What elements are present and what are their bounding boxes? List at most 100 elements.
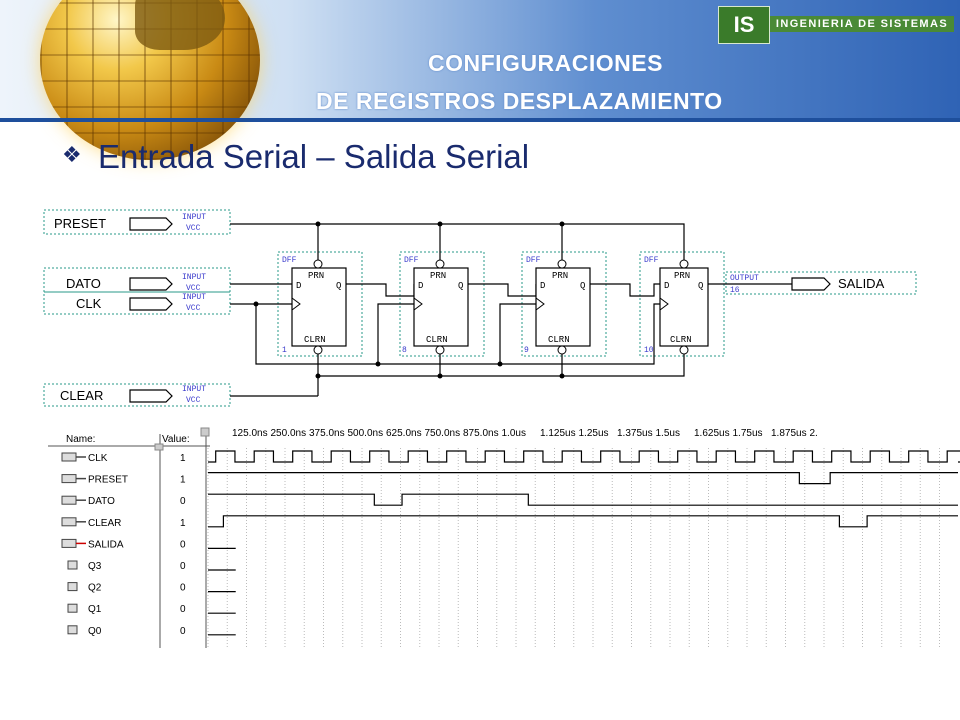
output-pin-icon — [61, 538, 86, 548]
name-column-header: Name: — [66, 434, 95, 445]
timeline-tick-label: 1.0us — [502, 428, 526, 439]
signal-value: 1 — [180, 453, 186, 464]
timeline-tick-label: 250.0ns — [271, 428, 307, 439]
input-label-clear: CLEAR — [60, 388, 103, 403]
input-label-dato: DATO — [66, 276, 101, 291]
signal-value: 1 — [180, 518, 186, 529]
timeline-tick-label: 500.0ns — [348, 428, 384, 439]
signal-value: 0 — [180, 539, 186, 550]
clk-pin-shape — [129, 297, 173, 311]
dff-type: DFF — [644, 256, 659, 265]
input-sub: VCC — [186, 396, 201, 405]
pin-prn: PRN — [430, 271, 446, 281]
signal-row-q2[interactable]: Q2 0 — [67, 582, 186, 594]
diamond-bullet-icon: ❖ — [62, 142, 82, 167]
input-pin-icon — [61, 495, 86, 505]
slide-title-line1: CONFIGURACIONES — [428, 50, 663, 76]
node-icon — [67, 625, 78, 635]
signal-name: CLEAR — [88, 518, 121, 529]
flipflop-3 — [535, 259, 591, 355]
clear-pin-shape — [129, 389, 173, 403]
timeline-tick-label: 1.375us — [617, 428, 653, 439]
signal-name: Q1 — [88, 604, 102, 615]
signal-name: Q2 — [88, 583, 102, 594]
signal-value: 0 — [180, 583, 186, 594]
signal-name: Q0 — [88, 626, 102, 637]
signal-row-clear[interactable]: CLEAR 1 — [61, 517, 186, 529]
input-tag: INPUT — [182, 213, 206, 222]
salida-pin-shape — [791, 277, 831, 291]
timeline-tick-label: 1.75us — [733, 428, 763, 439]
dff-index: 10 — [644, 346, 654, 355]
input-sub: VCC — [186, 224, 201, 233]
pin-prn: PRN — [674, 271, 690, 281]
signal-row-dato[interactable]: DATO 0 — [61, 495, 186, 507]
value-column-header: Value: — [162, 434, 190, 445]
pin-clrn: CLRN — [304, 335, 326, 345]
timeline-tick-label: 750.0ns — [425, 428, 461, 439]
output-index: 16 — [730, 286, 740, 295]
pin-q: Q — [336, 281, 341, 291]
pin-q: Q — [458, 281, 463, 291]
flipflop-2 — [413, 259, 469, 355]
output-label-salida: SALIDA — [838, 276, 885, 291]
pin-d: D — [296, 281, 301, 291]
globe-icon — [40, 0, 260, 160]
input-tag: INPUT — [182, 293, 206, 302]
logo-text: INGENIERIA DE SISTEMAS — [770, 16, 954, 32]
signal-name: Q3 — [88, 561, 102, 572]
signal-value: 0 — [180, 561, 186, 572]
pin-prn: PRN — [552, 271, 568, 281]
slide-subtitle: Entrada Serial – Salida Serial — [98, 138, 530, 175]
signal-value: 0 — [180, 496, 186, 507]
timeline-tick-label: 1.125us — [540, 428, 576, 439]
timeline-tick-label: 625.0ns — [386, 428, 422, 439]
pin-prn: PRN — [308, 271, 324, 281]
input-label-clk: CLK — [76, 296, 102, 311]
timeline-tick-label: 125.0ns — [232, 428, 268, 439]
signal-value: 1 — [180, 475, 186, 486]
input-tag: INPUT — [182, 385, 206, 394]
timeline-tick-label: 2. — [810, 428, 818, 439]
wave-split-handle[interactable] — [200, 427, 210, 437]
pin-clrn: CLRN — [426, 335, 448, 345]
preset-pin-shape — [129, 217, 173, 231]
input-label-preset: PRESET — [54, 216, 106, 231]
signal-row-clk[interactable]: CLK 1 — [61, 452, 186, 464]
output-tag: OUTPUT — [730, 274, 759, 283]
signal-value: 0 — [180, 626, 186, 637]
pin-q: Q — [698, 281, 703, 291]
signal-row-q3[interactable]: Q3 0 — [67, 560, 186, 572]
pin-d: D — [664, 281, 669, 291]
dff-index: 9 — [524, 346, 529, 355]
signal-name: DATO — [88, 496, 115, 507]
waveform-trace — [208, 450, 960, 463]
dato-pin-shape — [129, 277, 173, 291]
pin-d: D — [418, 281, 423, 291]
brand-logo: IS INGENIERIA DE SISTEMAS — [718, 6, 954, 44]
timeline-tick-label: 1.25us — [579, 428, 609, 439]
timeline-tick-label: 1.5us — [656, 428, 680, 439]
input-pin-icon — [61, 474, 86, 484]
header-divider — [0, 118, 960, 122]
timeline-tick-label: 875.0ns — [463, 428, 499, 439]
pin-q: Q — [580, 281, 585, 291]
logo-mark: IS — [718, 6, 770, 44]
column-resize-handle[interactable] — [154, 443, 164, 451]
slide-title-line2: DE REGISTROS DESPLAZAMIENTO — [316, 88, 723, 114]
waveform-trace — [208, 515, 958, 528]
signal-name: CLK — [88, 453, 108, 464]
input-sub: VCC — [186, 284, 201, 293]
pin-clrn: CLRN — [548, 335, 570, 345]
timeline-tick-label: 1.875us — [771, 428, 807, 439]
timeline-tick-label: 1.625us — [694, 428, 730, 439]
signal-row-q0[interactable]: Q0 0 — [67, 625, 186, 637]
input-pin-icon — [61, 452, 86, 462]
slide-header: CONFIGURACIONES DE REGISTROS DESPLAZAMIE… — [0, 0, 960, 160]
node-icon — [67, 582, 78, 592]
waveform-trace — [208, 472, 958, 485]
